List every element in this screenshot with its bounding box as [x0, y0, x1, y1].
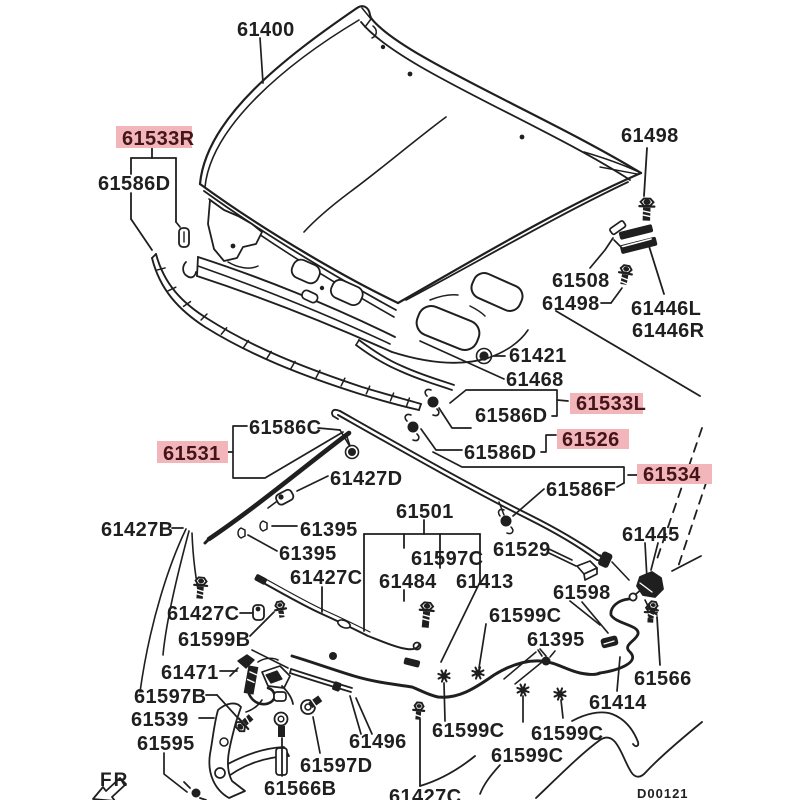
svg-text:FR: FR	[100, 770, 129, 791]
svg-text:61427C: 61427C	[167, 603, 239, 625]
svg-text:61427C: 61427C	[389, 786, 461, 800]
svg-text:61446L: 61446L	[631, 298, 701, 320]
svg-text:61531: 61531	[163, 443, 221, 465]
svg-text:61586F: 61586F	[546, 479, 616, 501]
svg-text:61566: 61566	[634, 668, 692, 690]
svg-text:61484: 61484	[379, 571, 437, 593]
svg-text:61586C: 61586C	[249, 417, 321, 439]
svg-text:61446R: 61446R	[632, 320, 705, 342]
svg-text:61526: 61526	[562, 429, 620, 451]
svg-text:61427C: 61427C	[290, 567, 362, 589]
svg-text:61508: 61508	[552, 270, 610, 292]
svg-text:61421: 61421	[509, 345, 567, 367]
svg-text:61586D: 61586D	[98, 173, 170, 195]
svg-text:61566B: 61566B	[264, 778, 336, 800]
svg-text:61501: 61501	[396, 501, 454, 523]
svg-text:61414: 61414	[589, 692, 647, 714]
svg-text:61468: 61468	[506, 369, 564, 391]
svg-text:61533R: 61533R	[122, 128, 195, 150]
svg-text:61400: 61400	[237, 19, 295, 41]
svg-text:61597B: 61597B	[134, 686, 206, 708]
svg-text:61599C: 61599C	[491, 745, 563, 767]
svg-text:61498: 61498	[621, 125, 679, 147]
svg-text:61598: 61598	[553, 582, 611, 604]
svg-text:61599C: 61599C	[432, 720, 504, 742]
svg-text:61496: 61496	[349, 731, 407, 753]
svg-text:61413: 61413	[456, 571, 514, 593]
svg-text:61533L: 61533L	[576, 393, 646, 415]
svg-text:61471: 61471	[161, 662, 219, 684]
svg-text:61597C: 61597C	[411, 548, 483, 570]
svg-text:61395: 61395	[300, 519, 358, 541]
svg-text:61427D: 61427D	[330, 468, 402, 490]
svg-text:61599C: 61599C	[489, 605, 561, 627]
svg-text:61427B: 61427B	[101, 519, 173, 541]
svg-text:61498: 61498	[542, 293, 600, 315]
svg-text:61395: 61395	[527, 629, 585, 651]
svg-text:61597D: 61597D	[300, 755, 372, 777]
svg-text:61534: 61534	[643, 464, 701, 486]
svg-text:61395: 61395	[279, 543, 337, 565]
svg-text:61539: 61539	[131, 709, 189, 731]
svg-text:61445: 61445	[622, 524, 680, 546]
svg-text:61595: 61595	[137, 733, 195, 755]
svg-text:61599C: 61599C	[531, 723, 603, 745]
svg-text:61599B: 61599B	[178, 629, 250, 651]
svg-text:61529: 61529	[493, 539, 551, 561]
svg-text:D00121: D00121	[637, 786, 689, 800]
svg-text:61586D: 61586D	[464, 442, 536, 464]
svg-text:61586D: 61586D	[475, 405, 547, 427]
